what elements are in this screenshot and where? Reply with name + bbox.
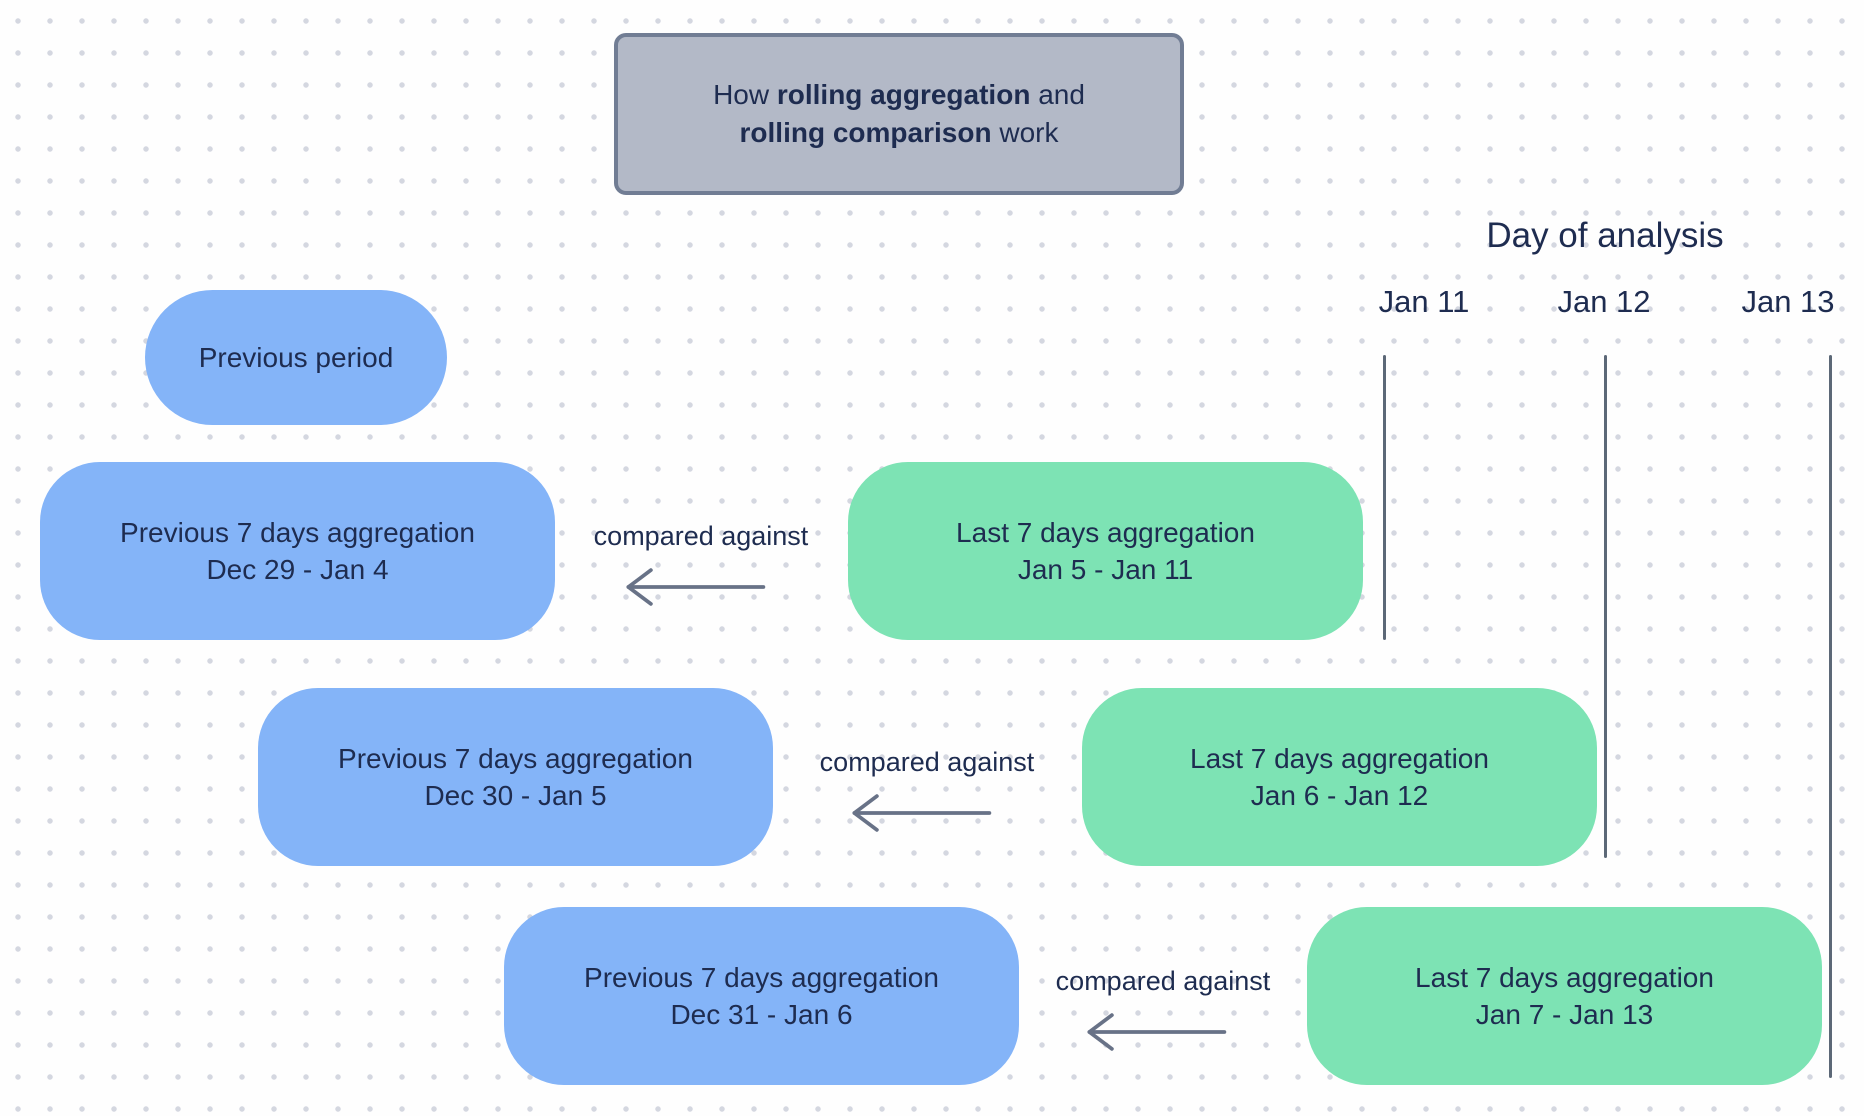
node-date-range: Dec 29 - Jan 4 xyxy=(206,554,389,585)
compare-arrow-icon xyxy=(1087,1013,1227,1051)
last-aggregation-box-row1: Last 7 days aggregation Jan 5 - Jan 11 xyxy=(848,462,1363,640)
title-text: work xyxy=(991,117,1059,148)
diagram-title-box: How rolling aggregation and rolling comp… xyxy=(614,33,1184,195)
node-title: Previous 7 days aggregation xyxy=(120,517,475,548)
analysis-date-jan-12: Jan 12 xyxy=(1557,284,1651,319)
previous-period-label: Previous period xyxy=(198,341,394,373)
previous-period-pill: Previous period xyxy=(145,290,447,425)
node-title: Previous 7 days aggregation xyxy=(338,743,693,774)
analysis-date-jan-11: Jan 11 xyxy=(1378,284,1470,319)
compared-against-label-row1: compared against xyxy=(593,521,809,551)
previous-aggregation-box-row2: Previous 7 days aggregation Dec 30 - Jan… xyxy=(258,688,773,866)
title-text: How xyxy=(713,79,777,110)
analysis-date-jan-13: Jan 13 xyxy=(1741,284,1835,319)
previous-aggregation-box-row1: Previous 7 days aggregation Dec 29 - Jan… xyxy=(40,462,555,640)
last-aggregation-box-row3: Last 7 days aggregation Jan 7 - Jan 13 xyxy=(1307,907,1822,1085)
node-title: Last 7 days aggregation xyxy=(956,517,1255,548)
compare-arrow-icon xyxy=(852,794,992,832)
node-date-range: Jan 6 - Jan 12 xyxy=(1250,780,1429,811)
title-text: and xyxy=(1030,79,1085,110)
node-date-range: Dec 30 - Jan 5 xyxy=(424,780,607,811)
compared-against-label-row3: compared against xyxy=(1055,966,1271,996)
node-date-range: Jan 7 - Jan 13 xyxy=(1475,999,1654,1030)
node-title: Last 7 days aggregation xyxy=(1415,962,1714,993)
node-title: Previous 7 days aggregation xyxy=(584,962,939,993)
title-bold-rolling-aggregation: rolling aggregation xyxy=(776,79,1031,110)
compared-against-label-row2: compared against xyxy=(819,747,1035,777)
analysis-day-line-jan-13 xyxy=(1829,355,1832,1078)
node-date-range: Jan 5 - Jan 11 xyxy=(1017,554,1194,585)
day-of-analysis-label: Day of analysis xyxy=(1486,216,1724,255)
node-date-range: Dec 31 - Jan 6 xyxy=(670,999,853,1030)
title-line-2: rolling comparison work xyxy=(740,114,1059,152)
analysis-day-line-jan-12 xyxy=(1604,355,1607,858)
title-bold-rolling-comparison: rolling comparison xyxy=(739,117,992,148)
previous-aggregation-box-row3: Previous 7 days aggregation Dec 31 - Jan… xyxy=(504,907,1019,1085)
title-line-1: How rolling aggregation and xyxy=(713,76,1085,114)
node-title: Last 7 days aggregation xyxy=(1190,743,1489,774)
last-aggregation-box-row2: Last 7 days aggregation Jan 6 - Jan 12 xyxy=(1082,688,1597,866)
analysis-day-line-jan-11 xyxy=(1383,355,1386,640)
compare-arrow-icon xyxy=(626,568,766,606)
